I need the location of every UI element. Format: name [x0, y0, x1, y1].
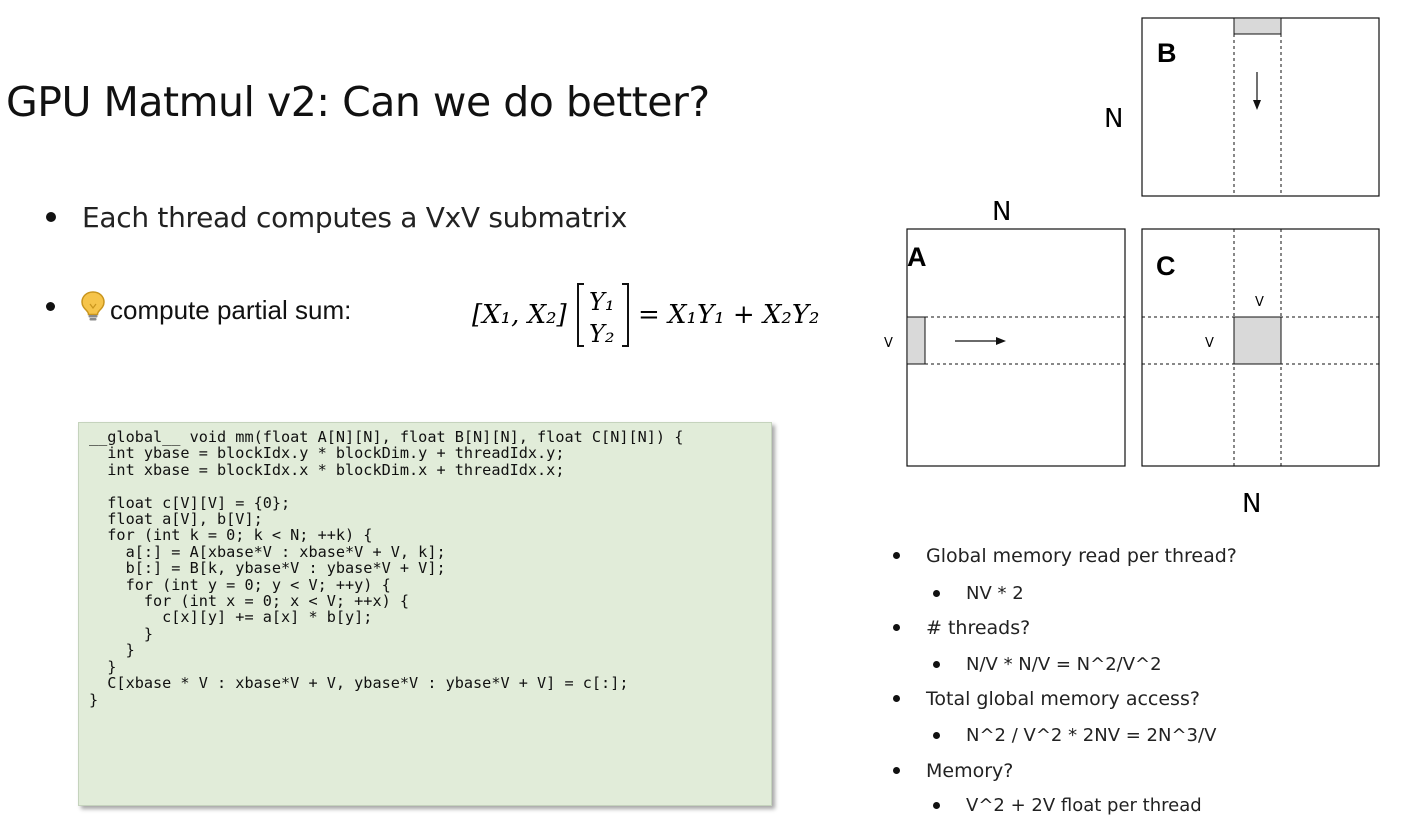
matrix-a — [906, 228, 1126, 467]
code-line: float a[V], b[V]; — [89, 510, 263, 529]
code-block: __global__ void mm(float A[N][N], float … — [78, 422, 772, 806]
v-label-c-left: V — [1205, 336, 1214, 351]
code-line: } — [89, 690, 99, 709]
bullet-text: Each thread computes a VxV submatrix — [82, 201, 628, 234]
code-line: __global__ void mm(float A[N][N], float … — [89, 428, 684, 446]
matrix-a-label: A — [907, 242, 927, 272]
n-label-b: N — [1104, 104, 1123, 134]
code-line: a[:] = A[xbase*V : xbase*V + V, k]; — [89, 542, 446, 561]
question-item: Total global memory access? — [893, 688, 1200, 710]
partial-sum-formula: [X₁, X₂] Y₁ Y₂ = X₁Y₁ + X₂Y₂ — [472, 283, 819, 348]
matrix-b-tile — [1233, 17, 1282, 35]
bullet-partial-sum: compute partial sum: [X₁, X₂] Y₁ Y₂ = X₁… — [46, 280, 826, 350]
question-item: # threads? — [893, 617, 1030, 639]
question-item: Memory? — [893, 760, 1013, 782]
code-line: } — [89, 624, 154, 643]
code-line: C[xbase * V : xbase*V + V, ybase*V : yba… — [89, 674, 629, 693]
matrix-c-tile — [1233, 316, 1282, 365]
code-line: for (int k = 0; k < N; ++k) { — [89, 526, 373, 545]
code-line: int xbase = blockIdx.x * blockDim.x + th… — [89, 460, 565, 479]
formula-lhs: [X₁, X₂] — [472, 300, 568, 330]
question-item: Global memory read per thread? — [893, 545, 1237, 567]
answer-item: NV * 2 — [933, 583, 1024, 604]
matrix-diagram: B N N A V C V V N — [884, 17, 1380, 519]
code-line — [89, 478, 771, 494]
answer-item: N^2 / V^2 * 2NV = 2N^3/V — [933, 725, 1216, 746]
code-line: b[:] = B[k, ybase*V : ybase*V + V]; — [89, 559, 446, 578]
code-line: c[x][y] += a[x] * b[y]; — [89, 608, 373, 627]
formula-rhs: = X₁Y₁ + X₂Y₂ — [638, 300, 819, 330]
code-line: float c[V][V] = {0}; — [89, 493, 291, 512]
code-line: } — [89, 641, 135, 660]
n-label-c: N — [1242, 489, 1261, 519]
matrix-b — [1141, 17, 1380, 197]
formula-y-bottom: Y₂ — [589, 320, 614, 348]
matrix-b-label: B — [1157, 38, 1177, 68]
n-label-a: N — [992, 197, 1011, 227]
code-line: int ybase = blockIdx.y * blockDim.y + th… — [89, 444, 565, 463]
answer-item: V^2 + 2V float per thread — [933, 795, 1202, 816]
formula-y-top: Y₁ — [589, 288, 614, 316]
lightbulb-icon — [80, 290, 106, 327]
bullet-dot — [46, 212, 56, 222]
partial-sum-label: compute partial sum: — [110, 295, 352, 325]
code-line: for (int x = 0; x < V; ++x) { — [89, 592, 410, 611]
bullet-dot — [46, 302, 55, 311]
matrix-a-tile — [906, 316, 926, 365]
code-line: } — [89, 657, 117, 676]
v-label-c-top: V — [1255, 295, 1264, 310]
slide-title: GPU Matmul v2: Can we do better? — [6, 78, 710, 126]
code-line: for (int y = 0; y < V; ++y) { — [89, 575, 391, 594]
answer-item: N/V * N/V = N^2/V^2 — [933, 654, 1162, 675]
v-label-a: V — [884, 336, 893, 351]
matrix-c-label: C — [1156, 251, 1176, 281]
